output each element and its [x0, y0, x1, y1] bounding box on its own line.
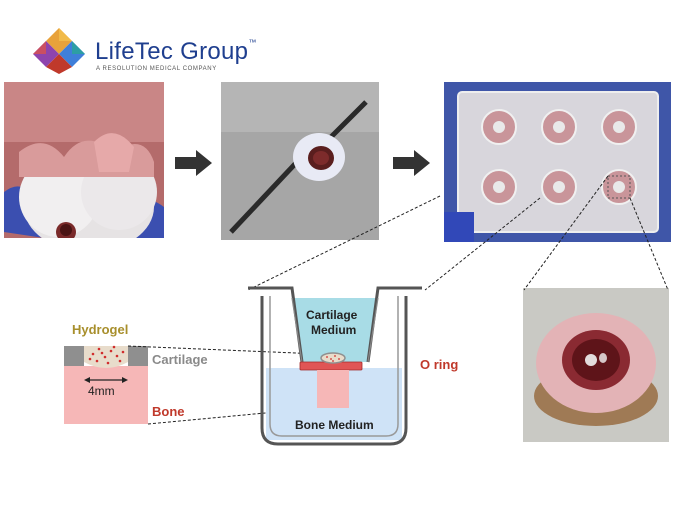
diameter-label: 4mm [88, 384, 115, 398]
arrow-right-icon [175, 150, 212, 176]
hydrogel-label: Hydrogel [72, 322, 129, 337]
bone-label: Bone [152, 404, 185, 419]
outer-well [260, 296, 408, 446]
knee-joint-photo [4, 82, 164, 238]
plug-bone [317, 370, 349, 408]
zoom-connector-line [424, 197, 541, 291]
lifetec-logo-icon [33, 28, 85, 74]
brand-name: LifeTec Group™ [95, 38, 257, 65]
zoom-connector-line [523, 175, 609, 291]
arrow-right-icon [393, 150, 430, 176]
hydrogel-dots [88, 345, 125, 365]
brand-tagline: A RESOLUTION MEDICAL COMPANY [96, 66, 217, 72]
cartilage-medium-label-line2: Medium [311, 323, 357, 337]
zoom-connector-line [629, 197, 669, 291]
osteochondral-explant-photo [221, 82, 379, 240]
zoom-connector-line [127, 345, 321, 355]
bone-layer [64, 366, 148, 424]
cartilage-medium-area [292, 298, 378, 362]
plug-hydrogel [320, 352, 346, 364]
bone-medium-label: Bone Medium [295, 418, 374, 432]
culture-plate-photo [444, 82, 671, 242]
cartilage-layer-left [64, 346, 84, 366]
cartilage-layer-right [128, 346, 148, 366]
zoom-connector-line [247, 195, 441, 291]
explant-closeup-photo [523, 288, 669, 442]
o-ring-label: O ring [420, 357, 459, 372]
cartilage-label: Cartilage [152, 352, 208, 367]
cartilage-medium-label-line1: Cartilage [306, 308, 358, 322]
